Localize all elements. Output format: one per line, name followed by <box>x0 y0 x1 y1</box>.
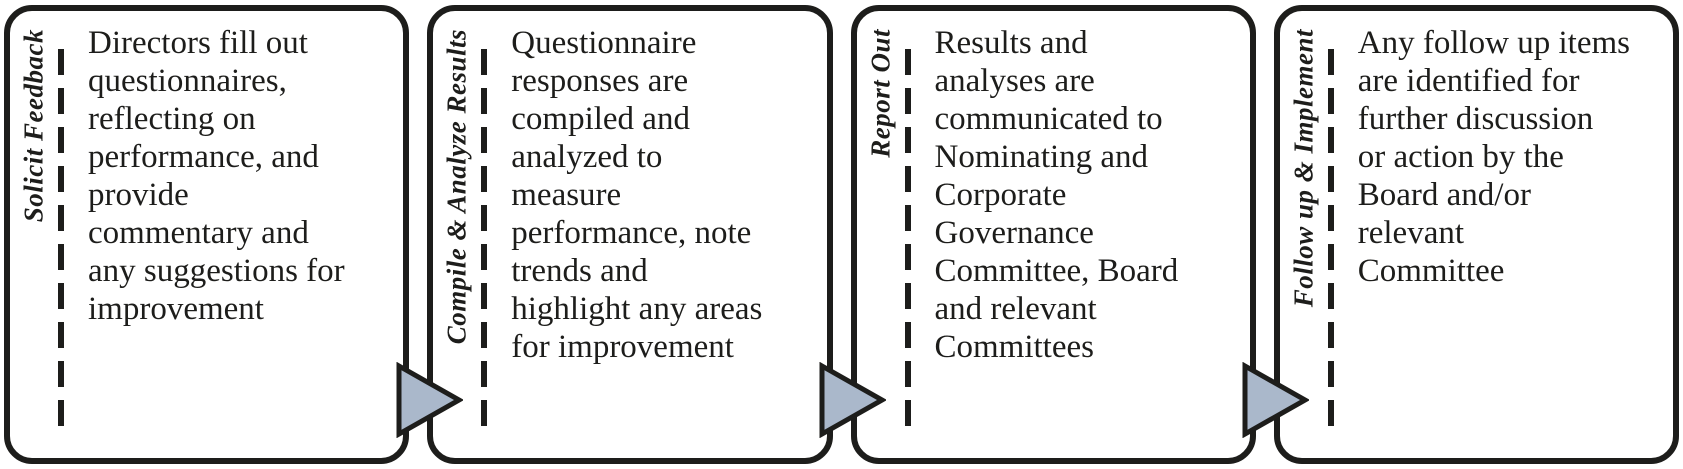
stage-label: Compile & Analyze Results <box>441 29 472 345</box>
stage-label: Report Out <box>865 29 895 158</box>
stage-label: Follow up & Implement <box>1288 29 1319 308</box>
flow-arrow-icon <box>395 362 463 438</box>
stage-label: Solicit Feedback <box>18 29 49 223</box>
dashed-divider <box>1327 49 1334 427</box>
stage-description: Directors fill out questionnaires, refle… <box>88 25 345 327</box>
stage-description: Any follow up items are identified for f… <box>1357 25 1630 289</box>
dashed-divider <box>904 49 911 427</box>
stage-label-column: Solicit Feedback <box>10 11 58 458</box>
stage-box-compile-analyze-results: Compile & Analyze Results Questionnaire … <box>427 5 833 464</box>
stage-description: Questionnaire responses are compiled and… <box>511 25 763 365</box>
stage-description: Results and analyses are communicated to… <box>934 25 1179 365</box>
dashed-divider <box>58 49 64 427</box>
dashed-divider <box>481 49 488 427</box>
flow-arrow-icon <box>1241 362 1309 438</box>
flow-arrow-icon <box>818 362 886 438</box>
stage-box-follow-up-implement: Follow up & Implement Any follow up item… <box>1273 5 1679 464</box>
stage-box-solicit-feedback: Solicit Feedback Directors fill out ques… <box>4 5 410 464</box>
stage-box-report-out: Report Out Results and analyses are comm… <box>850 5 1256 464</box>
